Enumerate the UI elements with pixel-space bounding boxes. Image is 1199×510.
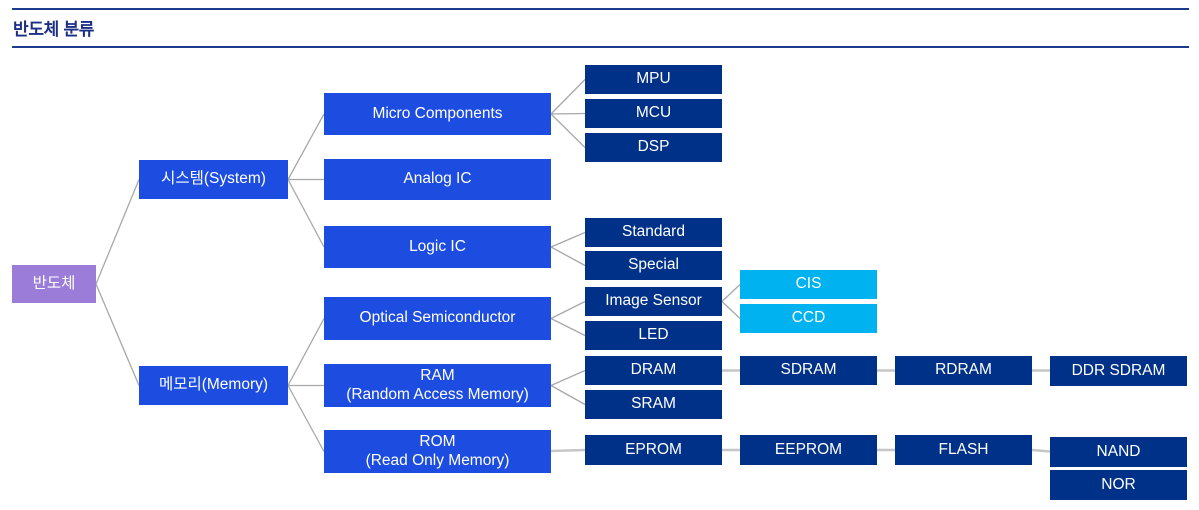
node-dram: DRAM	[585, 356, 722, 385]
node-optical-semiconductor: Optical Semiconductor	[324, 297, 551, 340]
header-rule-top	[12, 8, 1189, 10]
node-sram: SRAM	[585, 390, 722, 419]
node-memory: 메모리(Memory)	[139, 366, 288, 405]
node-ddr-sdram: DDR SDRAM	[1050, 356, 1187, 386]
node-rom-line1: ROM	[419, 432, 456, 450]
node-ram: RAM (Random Access Memory)	[324, 364, 551, 407]
node-rdram: RDRAM	[895, 356, 1032, 385]
node-mcu: MCU	[585, 99, 722, 128]
node-ccd: CCD	[740, 304, 877, 333]
node-led: LED	[585, 321, 722, 350]
node-analog-ic: Analog IC	[324, 159, 551, 200]
node-system: 시스템(System)	[139, 160, 288, 199]
node-ram-line2: (Random Access Memory)	[346, 385, 529, 403]
node-flash: FLASH	[895, 435, 1032, 465]
node-rom-line2: (Read Only Memory)	[365, 451, 510, 469]
node-rom: ROM (Read Only Memory)	[324, 430, 551, 473]
node-image-sensor: Image Sensor	[585, 287, 722, 316]
page-title: 반도체 분류	[13, 20, 95, 39]
header-rule-bottom	[12, 46, 1189, 48]
node-special: Special	[585, 251, 722, 280]
node-sdram: SDRAM	[740, 356, 877, 385]
node-eeprom: EEPROM	[740, 435, 877, 465]
node-ram-line1: RAM	[420, 366, 455, 384]
node-semiconductor: 반도체	[12, 265, 96, 303]
node-micro-components: Micro Components	[324, 93, 551, 135]
node-standard: Standard	[585, 218, 722, 247]
node-cis: CIS	[740, 270, 877, 299]
node-mpu: MPU	[585, 65, 722, 94]
node-eprom: EPROM	[585, 435, 722, 465]
node-nor: NOR	[1050, 470, 1187, 500]
node-dsp: DSP	[585, 133, 722, 162]
node-nand: NAND	[1050, 437, 1187, 467]
node-logic-ic: Logic IC	[324, 226, 551, 268]
